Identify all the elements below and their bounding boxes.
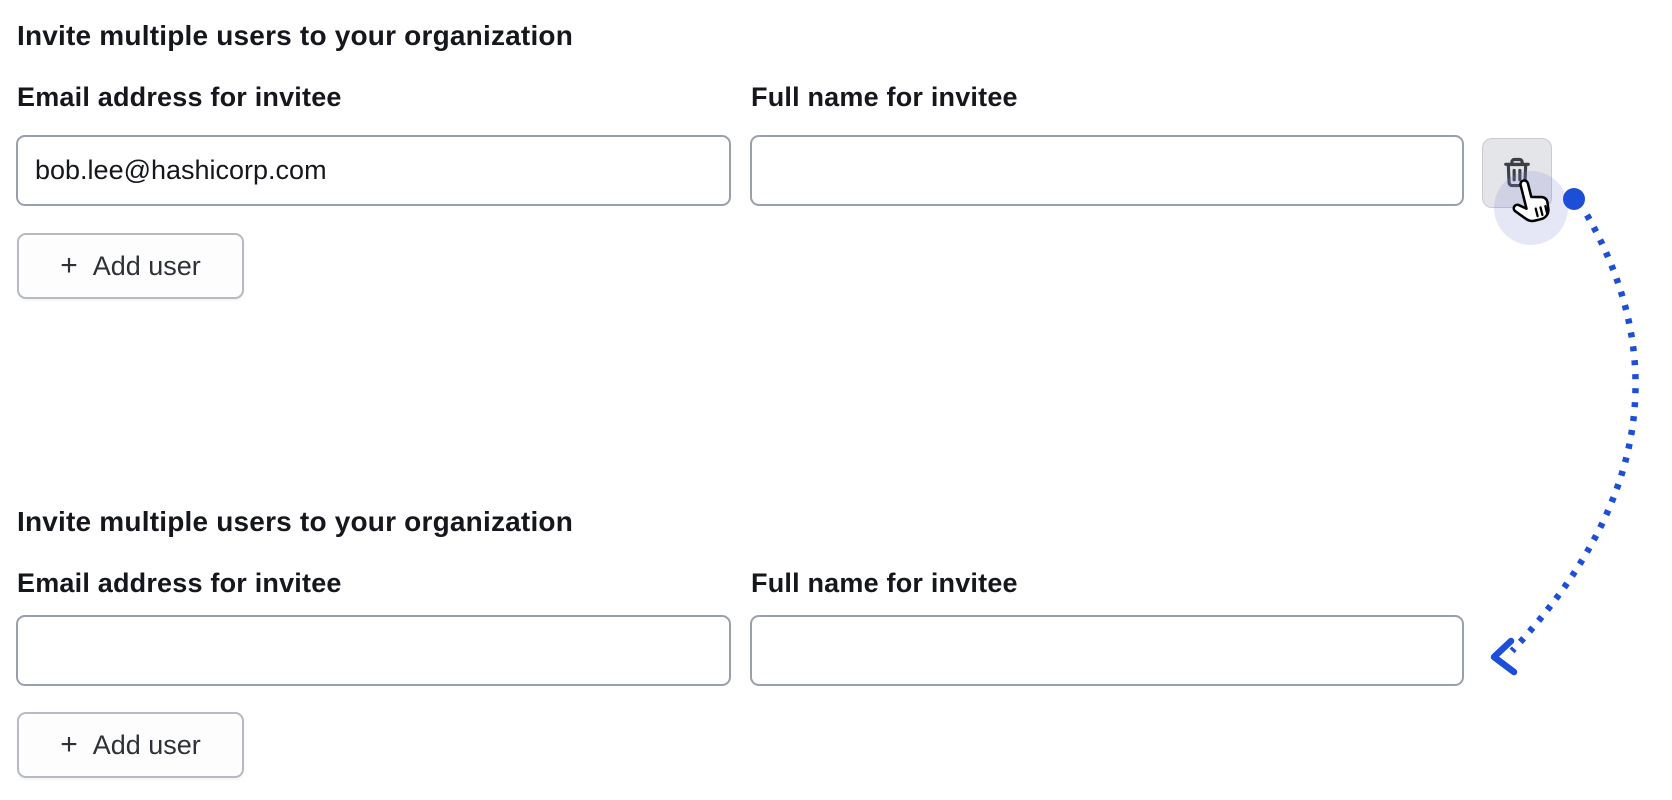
trash-icon	[1499, 155, 1535, 191]
arrow-curve	[1509, 213, 1639, 654]
email-field-label: Email address for invitee	[17, 82, 342, 112]
email-field[interactable]	[16, 135, 731, 206]
page-title-after: Invite multiple users to your organizati…	[17, 506, 574, 537]
page-title: Invite multiple users to your organizati…	[17, 20, 574, 51]
plus-icon-after: +	[60, 728, 78, 761]
full-name-field-after[interactable]	[750, 615, 1464, 686]
plus-icon: +	[60, 249, 78, 282]
arrow-head	[1490, 637, 1518, 676]
full-name-field-label: Full name for invitee	[751, 82, 1018, 112]
delete-row-button[interactable]	[1482, 138, 1552, 208]
full-name-field-label-after: Full name for invitee	[751, 568, 1018, 598]
add-user-button-label: Add user	[92, 250, 201, 281]
arrow-start-dot	[1563, 188, 1585, 210]
email-field-after[interactable]	[16, 615, 731, 686]
full-name-field[interactable]	[750, 135, 1464, 206]
add-user-button-after[interactable]: + Add user	[17, 712, 244, 778]
email-field-label-after: Email address for invitee	[17, 568, 342, 598]
add-user-button-after-label: Add user	[92, 729, 201, 760]
add-user-button[interactable]: + Add user	[17, 233, 244, 299]
